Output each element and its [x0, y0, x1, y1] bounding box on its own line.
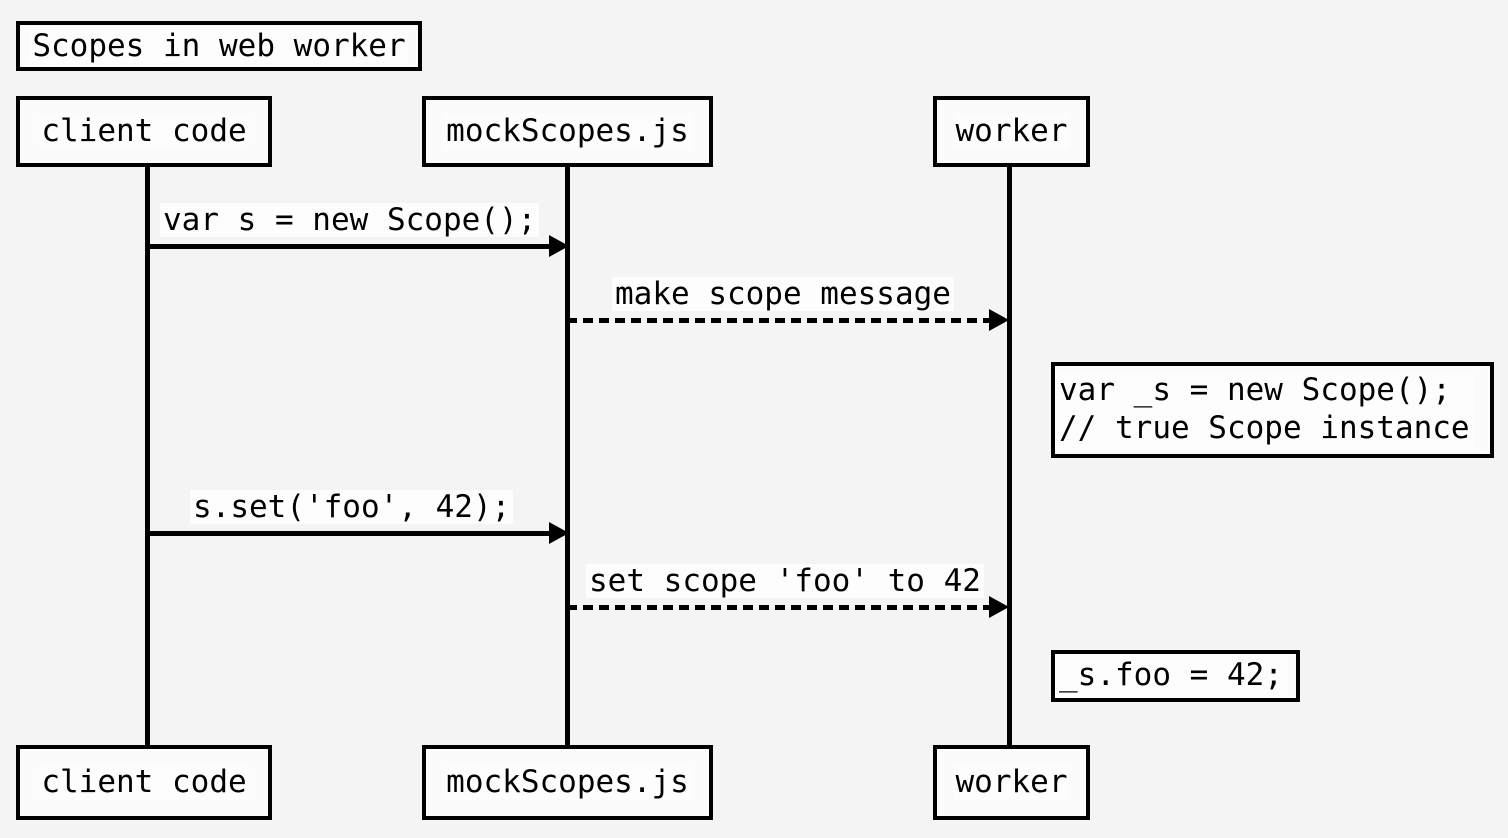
message-arrowhead-1 [549, 235, 569, 257]
message-line-2 [567, 318, 992, 323]
message-label-2: make scope message [612, 277, 954, 311]
note-text-2: _s.foo = 42; [1055, 656, 1287, 696]
lifeline-worker [1007, 167, 1012, 747]
participant-header-mockscopes[interactable]: mockScopes.js [422, 96, 713, 167]
participant-header-worker[interactable]: worker [933, 96, 1090, 167]
note-worker-scope-instance: var _s = new Scope(); // true Scope inst… [1051, 362, 1494, 458]
participant-label-mockscopes: mockScopes.js [444, 113, 691, 150]
participant-header-client[interactable]: client code [16, 96, 272, 167]
message-arrowhead-3 [549, 522, 569, 544]
lifeline-mockscopes [565, 167, 570, 747]
participant-footer-mockscopes[interactable]: mockScopes.js [422, 745, 713, 820]
participant-label-client: client code [39, 113, 249, 150]
message-line-1 [147, 244, 552, 249]
participant-label-worker: worker [953, 113, 1070, 150]
message-label-4: set scope 'foo' to 42 [586, 564, 984, 598]
participant-footer-worker[interactable]: worker [933, 745, 1090, 820]
note-worker-set-foo: _s.foo = 42; [1051, 650, 1300, 702]
message-line-4 [567, 605, 992, 610]
participant-footer-client[interactable]: client code [16, 745, 272, 820]
message-label-3: s.set('foo', 42); [190, 490, 514, 524]
message-arrowhead-2 [989, 309, 1009, 331]
message-arrowhead-4 [989, 596, 1009, 618]
diagram-title-box: Scopes in web worker [16, 21, 422, 71]
message-line-3 [147, 531, 552, 536]
note-text-1: var _s = new Scope(); // true Scope inst… [1055, 371, 1474, 449]
participant-footer-label-client: client code [39, 764, 249, 801]
lifeline-client [145, 167, 150, 747]
diagram-title-label: Scopes in web worker [30, 27, 408, 64]
participant-footer-label-mockscopes: mockScopes.js [444, 764, 691, 801]
participant-footer-label-worker: worker [953, 764, 1070, 801]
message-label-1: var s = new Scope(); [160, 203, 540, 237]
